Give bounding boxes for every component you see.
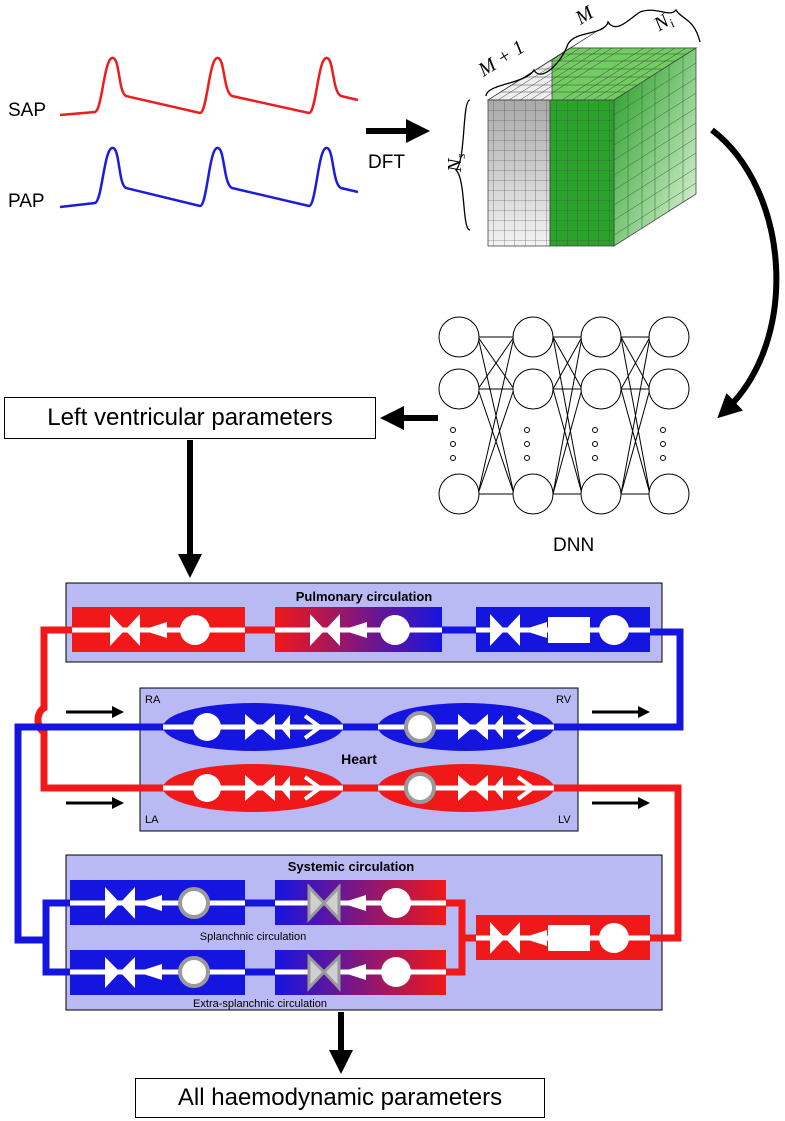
pulmonary-compartment-3 bbox=[476, 607, 650, 652]
pulmonary-title: Pulmonary circulation bbox=[296, 589, 433, 604]
sap-waveform bbox=[59, 56, 359, 117]
dnn-node bbox=[438, 368, 480, 410]
dnn-node bbox=[438, 316, 480, 358]
m-label: M bbox=[571, 1, 599, 30]
splanchnic-arterial-compartment bbox=[275, 880, 446, 925]
arrow-icon bbox=[142, 622, 167, 638]
tensor-to-dnn-arrow bbox=[710, 127, 780, 419]
dnn-node bbox=[512, 473, 554, 515]
splanchnic-label: Splanchnic circulation bbox=[200, 931, 306, 943]
m-plus-1-label: M + 1 bbox=[474, 36, 529, 82]
extra-splanchnic-label: Extra-splanchnic circulation bbox=[193, 998, 327, 1010]
dnn-node bbox=[648, 316, 690, 358]
dnn-node bbox=[580, 473, 622, 515]
lv-label: LV bbox=[558, 814, 571, 826]
aortic-compartment bbox=[476, 915, 650, 960]
left-ventricle bbox=[378, 764, 554, 812]
sap-label: SAP bbox=[8, 100, 46, 121]
valve-icon bbox=[110, 614, 125, 646]
tensor-cube bbox=[486, 22, 698, 247]
ns-label: Ns bbox=[444, 154, 468, 173]
rv-label: RV bbox=[556, 694, 572, 706]
dnn-node bbox=[438, 473, 480, 515]
dnn-node bbox=[648, 368, 690, 410]
left-ventricular-parameters-box: Left ventricular parameters bbox=[4, 397, 376, 439]
right-ventricle bbox=[378, 703, 554, 751]
dnn-node bbox=[580, 368, 622, 410]
dnn-label: DNN bbox=[553, 535, 594, 556]
m-plus-1-brace bbox=[485, 43, 569, 97]
ni-brace bbox=[639, 8, 701, 43]
m-brace bbox=[567, 11, 641, 45]
pap-waveform bbox=[59, 146, 359, 209]
splanchnic-venous-compartment bbox=[70, 880, 245, 925]
extra-splanchnic-arterial-compartment bbox=[275, 950, 446, 995]
dnn-node bbox=[580, 316, 622, 358]
pulmonary-compartment-2 bbox=[275, 607, 442, 652]
dft-label: DFT bbox=[368, 152, 405, 173]
right-atrium bbox=[163, 703, 343, 751]
dnn-node bbox=[648, 473, 690, 515]
dnn-node bbox=[512, 368, 554, 410]
all-haemodynamic-parameters-box: All haemodynamic parameters bbox=[135, 1078, 545, 1118]
vessel-connections bbox=[14, 626, 684, 976]
dnn-connections bbox=[477, 336, 651, 495]
ra-label: RA bbox=[145, 694, 161, 706]
ns-brace bbox=[455, 99, 471, 231]
heart-title: Heart bbox=[341, 751, 377, 767]
dnn-ellipsis-dots bbox=[450, 427, 666, 461]
pap-label: PAP bbox=[8, 191, 45, 212]
dnn-node bbox=[512, 316, 554, 358]
pulmonary-compartment-1 bbox=[72, 607, 245, 652]
left-atrium bbox=[163, 764, 343, 812]
compliance-icon bbox=[180, 615, 210, 645]
extra-splanchnic-venous-compartment bbox=[70, 950, 245, 995]
systemic-title: Systemic circulation bbox=[288, 859, 414, 874]
la-label: LA bbox=[145, 814, 159, 826]
dnn-network bbox=[438, 316, 690, 515]
